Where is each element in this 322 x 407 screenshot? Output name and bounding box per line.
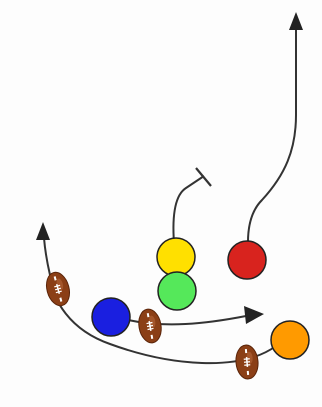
football-icon [138,308,162,344]
player-orange [270,320,310,360]
yellow-block-cap [195,167,212,187]
footballs-layer [45,271,259,380]
orange-route-line [43,237,277,365]
player-yellow [156,237,196,277]
player-green [157,271,197,311]
orange-route-arrowhead [36,222,50,240]
red-route-arrowhead [289,12,303,30]
player-red [227,240,267,280]
red-route-line [247,28,297,243]
player-blue [91,297,131,337]
players-layer [91,237,310,360]
football-icon [235,344,259,380]
routes-layer [36,12,303,365]
yellow-block-line [172,175,205,244]
football-icon [45,271,71,307]
blue-route-arrowhead [244,306,264,324]
